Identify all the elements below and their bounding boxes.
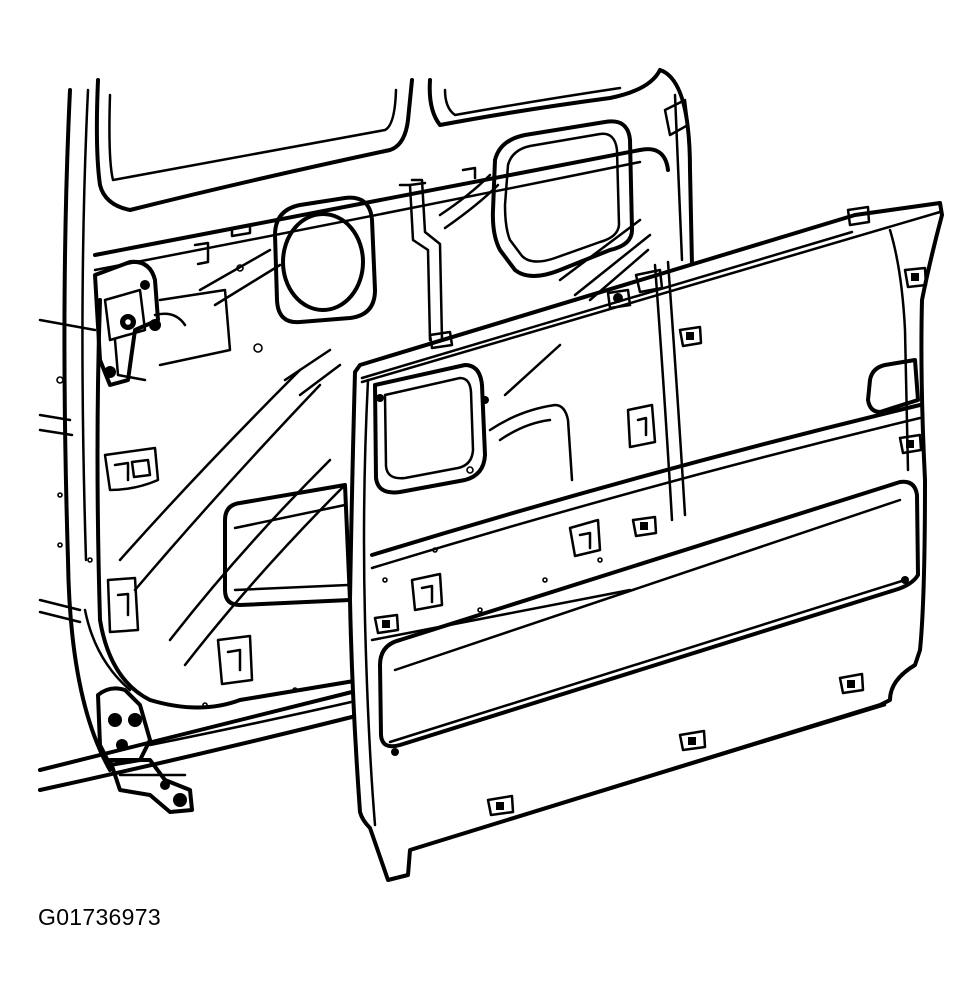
upper-hinge bbox=[93, 259, 232, 387]
lower-hinge bbox=[96, 686, 194, 814]
figure-id-label: G01736973 bbox=[38, 904, 161, 930]
trim-panel bbox=[348, 201, 944, 882]
panel-clips bbox=[373, 205, 928, 817]
